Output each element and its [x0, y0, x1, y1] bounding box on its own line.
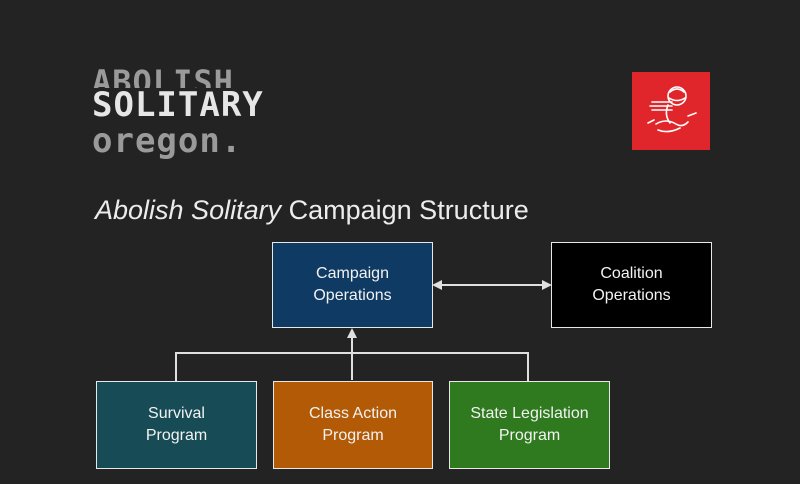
- class-action-program-node: Class Action Program: [273, 381, 433, 469]
- programs-bus-line: [175, 352, 529, 381]
- title-emphasis: Abolish Solitary: [95, 195, 282, 225]
- state-legislation-program-node: State Legislation Program: [449, 381, 610, 469]
- survival-program-node: Survival Program: [96, 381, 257, 469]
- title-rest: Campaign Structure: [288, 195, 529, 225]
- campaign-operations-line2: Operations: [313, 287, 392, 304]
- campaign-operations-line1: Campaign: [316, 265, 389, 282]
- coalition-operations-node: Coalition Operations: [551, 242, 712, 328]
- rose-handshake-icon: [632, 72, 710, 150]
- survival-program-line2: Program: [145, 427, 208, 444]
- class-action-program-line1: Class Action: [308, 405, 398, 422]
- diagram-title: Abolish Solitary Campaign Structure: [95, 195, 529, 226]
- state-legislation-program-line1: State Legislation: [470, 405, 589, 422]
- logo-line-oregon: oregon.: [92, 121, 243, 161]
- coalition-operations-line2: Operations: [592, 287, 671, 304]
- logo-line-solitary: SOLITARY: [92, 85, 264, 125]
- logo-wordmark: ABOLISH SOLITARY oregon.: [92, 66, 264, 158]
- logo-line-abolish: ABOLISH: [92, 66, 234, 88]
- coalition-operations-line1: Coalition: [600, 265, 663, 282]
- survival-program-line1: Survival: [148, 405, 205, 422]
- campaign-operations-node: Campaign Operations: [272, 242, 433, 328]
- class-action-program-line2: Program: [322, 427, 384, 444]
- state-legislation-program-line2: Program: [498, 427, 561, 444]
